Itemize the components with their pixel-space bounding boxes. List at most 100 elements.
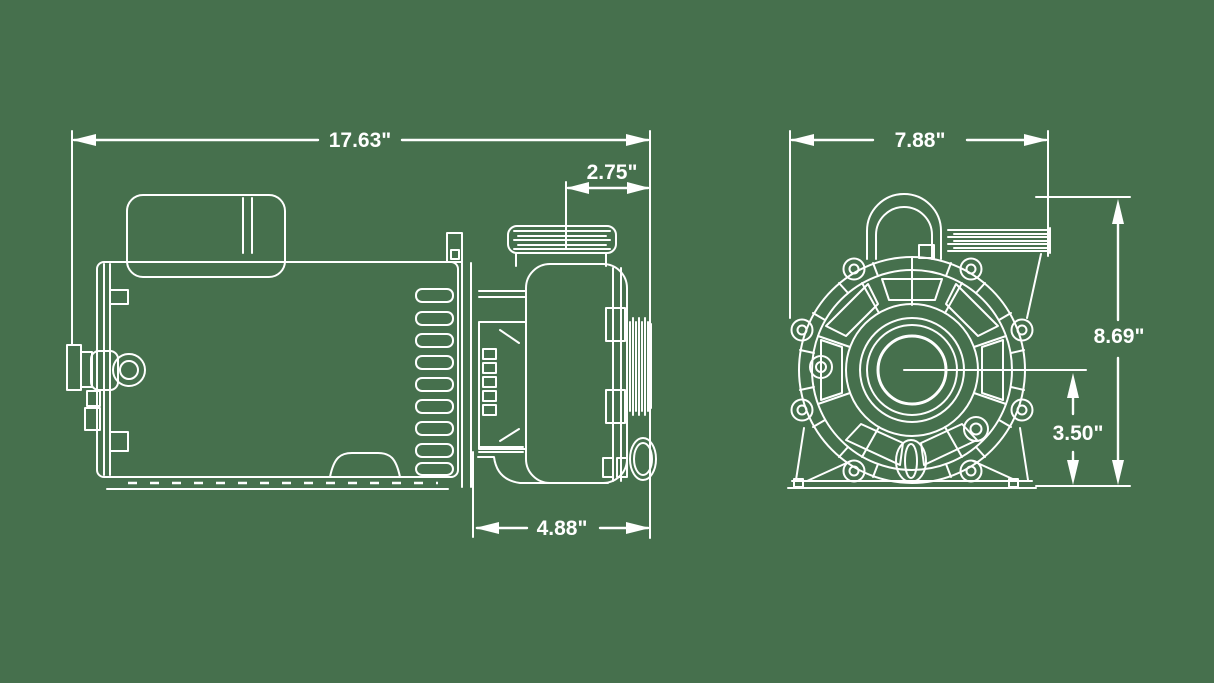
shaft-rib — [482, 404, 497, 416]
fin-slot — [415, 462, 454, 476]
drain-union — [629, 437, 657, 481]
clamp-knob-inner — [904, 443, 918, 479]
bolt-center — [796, 324, 808, 336]
terminal-knob — [86, 390, 101, 407]
lifting-tab-inner — [450, 249, 460, 260]
dim-overall-width: 7.88" — [789, 129, 1049, 319]
face-windows — [820, 278, 1004, 466]
rim-tick — [975, 282, 986, 294]
flange-bolt-tab — [605, 389, 626, 424]
bolt-center — [965, 263, 977, 275]
motor-body-outline — [96, 261, 459, 478]
arrowhead-left — [72, 134, 96, 146]
rim-tick — [872, 463, 879, 478]
dimension-label-wet-end: 4.88" — [537, 517, 588, 540]
front-base — [787, 427, 1037, 489]
conduit-body — [66, 344, 82, 391]
foot-pad — [602, 457, 614, 478]
base-hump — [329, 452, 401, 478]
volute-outline — [525, 263, 628, 484]
terminal-block — [84, 407, 101, 431]
fin-slot — [415, 399, 454, 414]
bolt-center — [965, 465, 977, 477]
dimension-label-centerline-height: 3.50" — [1053, 422, 1104, 445]
fin-slot — [415, 421, 454, 436]
right-leg — [1019, 427, 1029, 481]
bolt-center — [848, 263, 860, 275]
face-window — [845, 423, 904, 466]
rim-tick — [799, 386, 815, 391]
front-discharge-threads — [947, 227, 1051, 319]
face-window — [981, 339, 1004, 401]
seal-bolt — [809, 355, 833, 379]
clamp-knob — [895, 439, 927, 483]
bolt-lug — [1010, 398, 1034, 422]
seal-bolt-center — [815, 361, 827, 373]
arrowhead-right — [626, 134, 650, 146]
dim-centerline-height: 3.50" — [1053, 373, 1104, 485]
through-bolt-head — [112, 353, 146, 387]
suction-threads-hatch — [629, 317, 652, 416]
dimension-label-overall-height: 8.69" — [1094, 325, 1145, 348]
rim-tick — [838, 446, 849, 458]
shaft-rib — [482, 362, 497, 374]
spoke — [973, 392, 1007, 405]
arch-step — [918, 244, 935, 259]
rim-tick — [945, 463, 952, 478]
bolt-center — [1016, 404, 1028, 416]
impeller-cone-line — [499, 329, 520, 344]
right-leg-gusset — [972, 460, 1018, 482]
spoke — [817, 335, 851, 348]
spoke — [817, 392, 851, 405]
rim-ticks — [799, 256, 1025, 478]
arrowhead-left — [475, 522, 499, 534]
flange-bolt-tab — [605, 307, 626, 342]
left-leg-gusset — [806, 460, 852, 482]
face-window — [881, 278, 943, 301]
impeller-cone-line — [499, 428, 520, 442]
bolt-center — [1016, 324, 1028, 336]
foot-pad — [616, 457, 628, 478]
fin-slot — [415, 355, 454, 370]
front-view — [787, 193, 1087, 489]
rim-tick — [998, 419, 1012, 428]
top-arch — [866, 193, 942, 260]
arrowhead-right — [1024, 134, 1048, 146]
fin-slot — [415, 311, 454, 326]
shaft-rib — [482, 376, 497, 388]
side-view — [66, 194, 657, 490]
face-rails — [446, 232, 472, 488]
terminal-box — [66, 344, 146, 431]
dimension-label-overall-length: 17.63" — [329, 129, 392, 152]
volute — [515, 252, 628, 484]
motor-tab — [109, 431, 129, 452]
shaft-rib — [482, 390, 497, 402]
seal-bolt — [963, 416, 989, 442]
fin-slot — [415, 333, 454, 348]
arch-inner — [875, 206, 933, 260]
cooling-fins — [415, 288, 454, 476]
fin-slot — [415, 377, 454, 392]
bolt-lug — [790, 318, 814, 342]
rim-tick — [998, 312, 1012, 321]
bolt-lug — [842, 257, 866, 281]
arrowhead-bottom — [1112, 460, 1124, 485]
fin-slot — [415, 288, 454, 303]
arrowhead-left — [790, 134, 814, 146]
bolt-lug — [1010, 318, 1034, 342]
dim-wet-end-length: 4.88" — [472, 451, 650, 540]
rim-tick — [1010, 386, 1025, 391]
bolt-center — [796, 404, 808, 416]
arrowhead-right — [626, 522, 650, 534]
shaft-rib — [482, 348, 497, 360]
bolt-lug — [790, 398, 814, 422]
drain-union-inner — [633, 442, 653, 476]
motor-cap-outline — [126, 194, 286, 278]
dimension-label-overall-width: 7.88" — [895, 129, 946, 152]
foot-pad — [793, 478, 804, 488]
rim-tick — [812, 419, 826, 428]
bolt-lugs — [790, 257, 1034, 483]
foot-pad — [1008, 478, 1019, 488]
bolt-bracket — [90, 350, 119, 391]
